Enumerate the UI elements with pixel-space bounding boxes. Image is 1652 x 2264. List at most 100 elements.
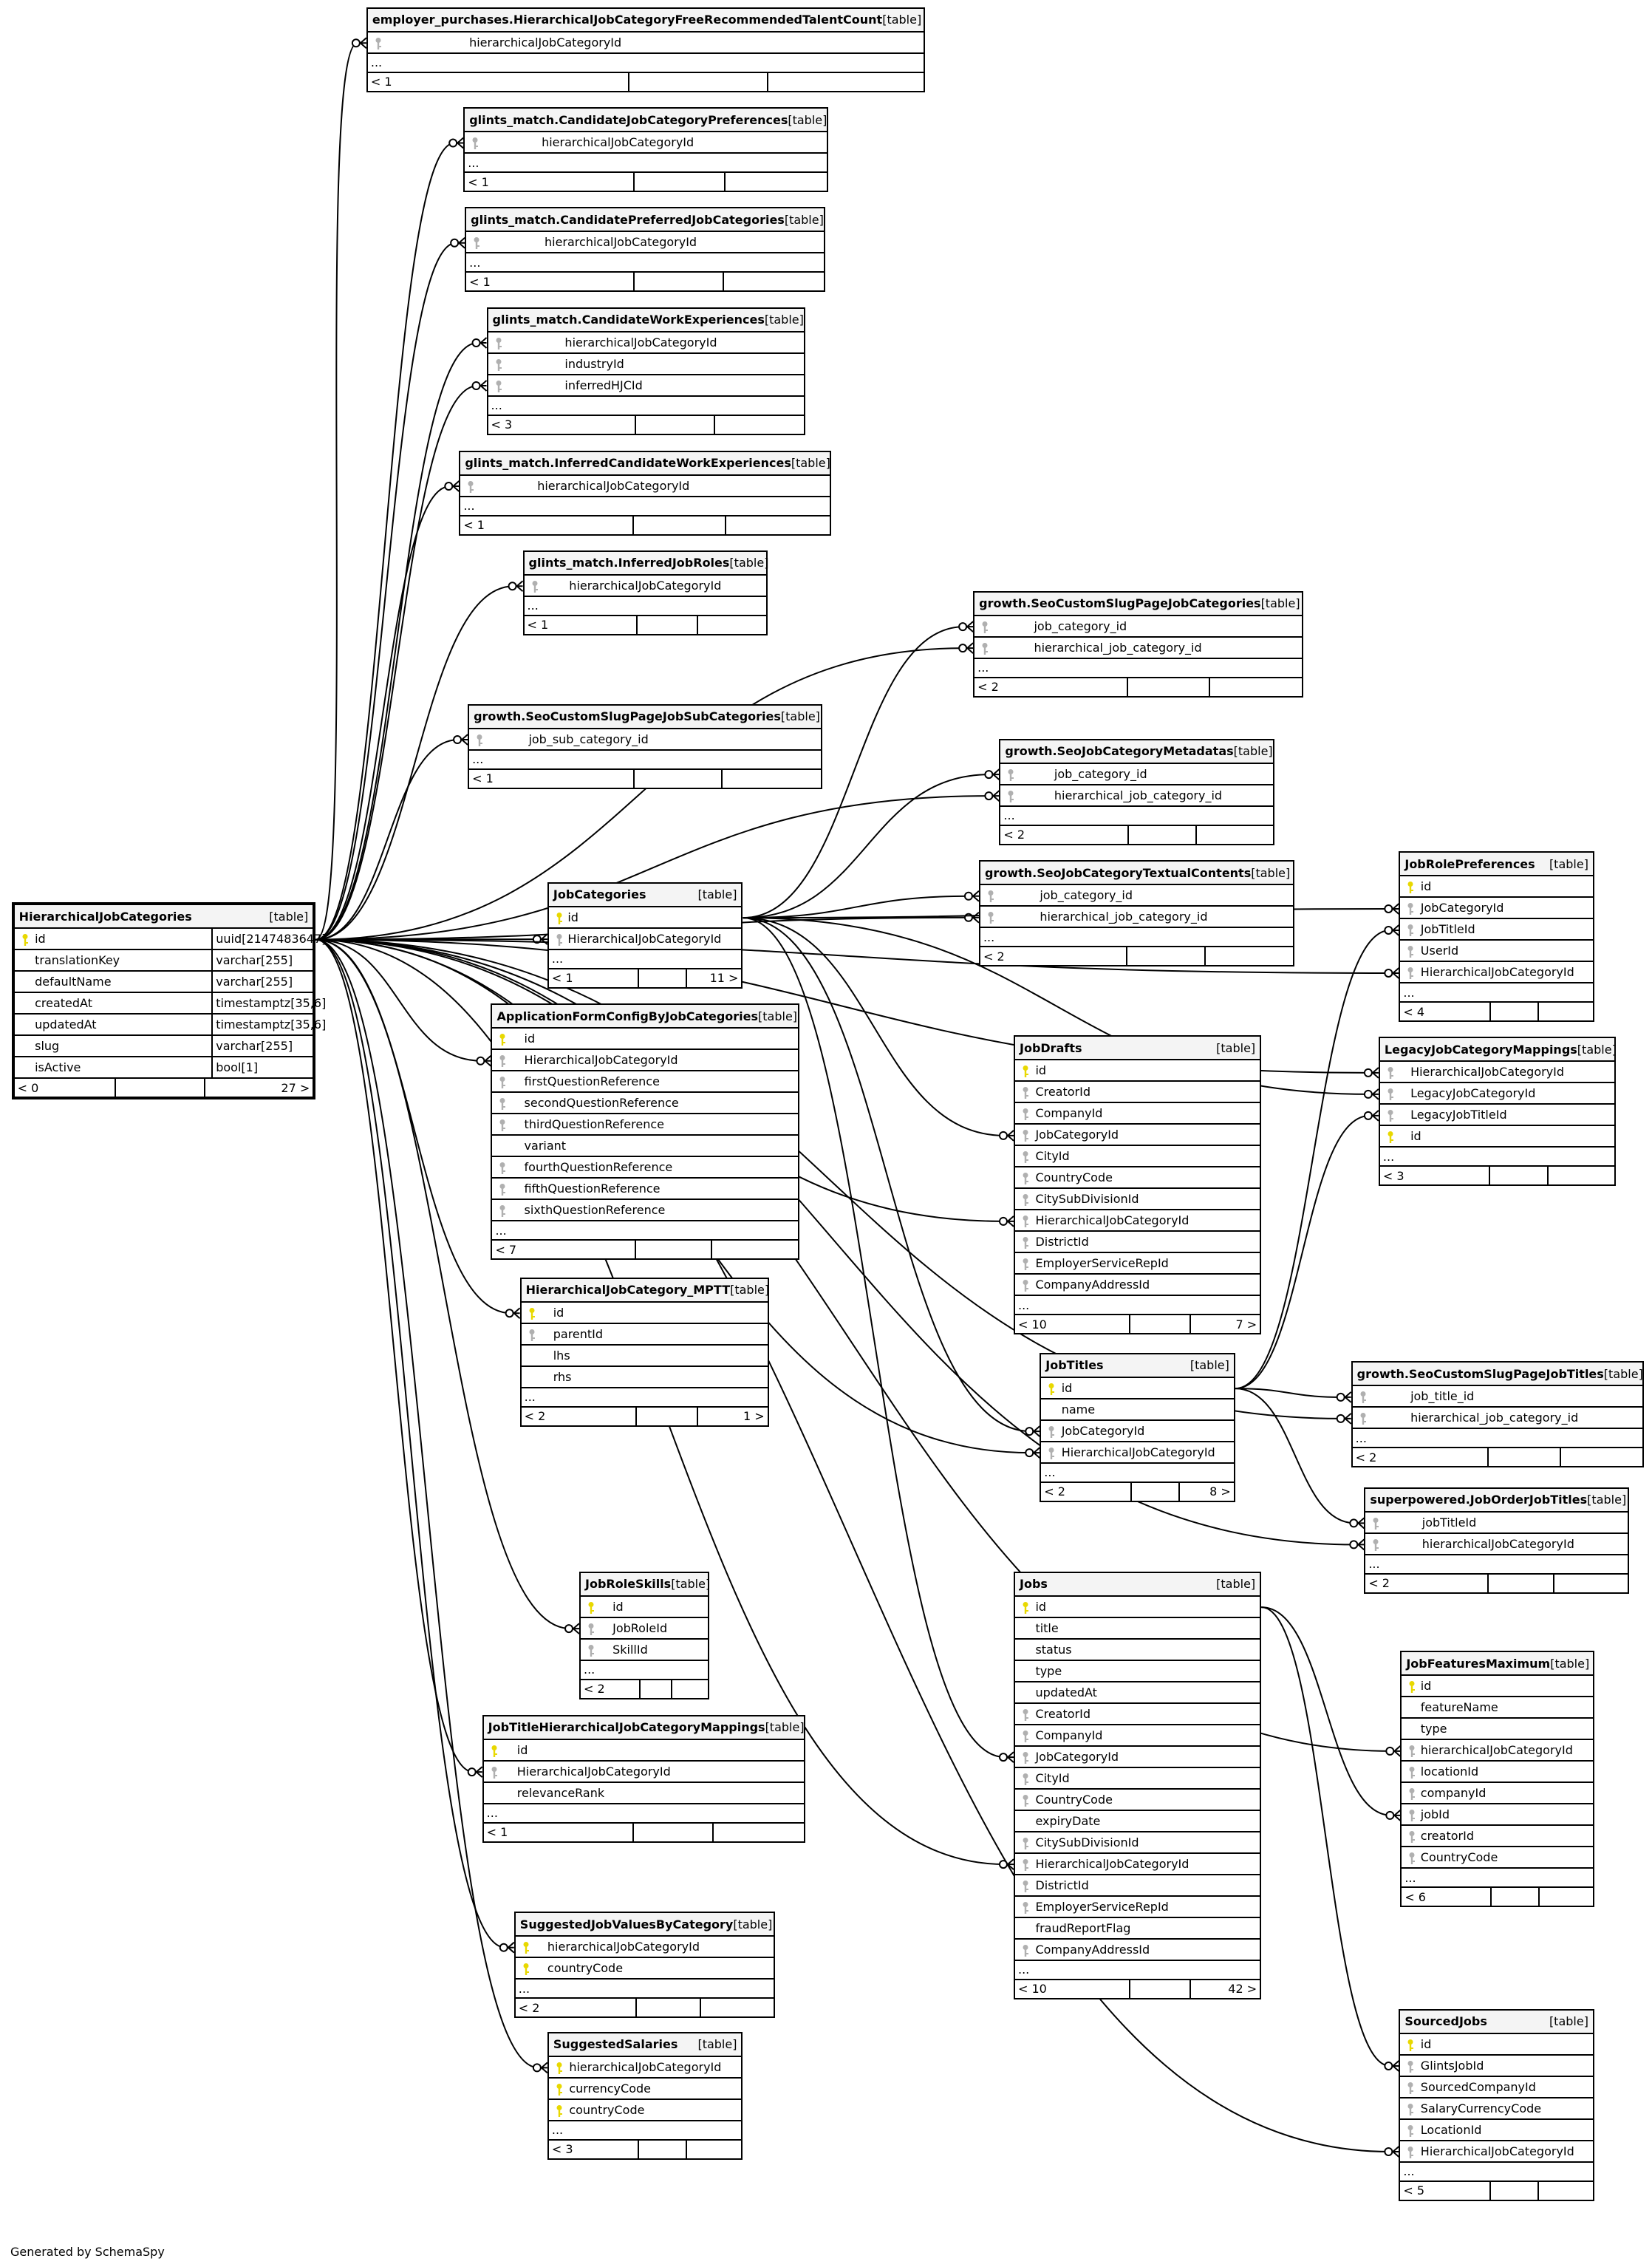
table-name[interactable]: growth.SeoJobCategoryTextualContents — [984, 865, 1252, 880]
column-row[interactable]: LegacyJobTitleId — [1379, 1105, 1615, 1127]
more-columns[interactable]: ... — [1379, 1148, 1615, 1167]
table-header[interactable]: HierarchicalJobCategories[table] — [14, 905, 313, 930]
table-header[interactable]: SuggestedJobValuesByCategory[table] — [515, 1913, 774, 1937]
column-row[interactable]: job_title_id — [1352, 1386, 1642, 1408]
more-columns[interactable]: ... — [521, 1388, 768, 1408]
column-row[interactable]: job_category_id — [1000, 764, 1273, 785]
column-row[interactable]: inferredHJCId — [488, 375, 804, 397]
column-row[interactable]: countryCode — [548, 2100, 742, 2121]
table-header[interactable]: glints_match.CandidatePreferredJobCatego… — [466, 208, 825, 233]
parents-count[interactable]: < 1 — [469, 769, 635, 788]
column-row[interactable]: jobTitleId — [1365, 1513, 1628, 1534]
column-row[interactable]: EmployerServiceRepId — [1015, 1253, 1260, 1275]
children-count[interactable]: 42 > — [1228, 1982, 1257, 1997]
children-count[interactable] — [1540, 1888, 1593, 1906]
more-columns[interactable]: ... — [1352, 1429, 1642, 1449]
parents-count[interactable]: < 2 — [980, 947, 1127, 966]
more-columns[interactable]: ... — [980, 928, 1294, 948]
children-count[interactable] — [1210, 678, 1302, 696]
parents-count[interactable]: < 2 — [975, 678, 1129, 696]
table-header[interactable]: JobDrafts[table] — [1015, 1037, 1260, 1061]
table-name[interactable]: JobRolePreferences — [1404, 856, 1535, 871]
column-row[interactable]: fifthQuestionReference — [492, 1179, 798, 1201]
parents-count[interactable]: < 3 — [1380, 1167, 1491, 1185]
table-growth-seocustomslugpagejobcategories[interactable]: growth.SeoCustomSlugPageJobCategories[ta… — [973, 590, 1303, 698]
column-row[interactable]: CreatorId — [1015, 1704, 1260, 1725]
table-header[interactable]: HierarchicalJobCategory_MPTT[table] — [521, 1278, 769, 1303]
column-row[interactable]: HierarchicalJobCategoryId — [492, 1050, 798, 1072]
column-row[interactable]: id — [1041, 1378, 1234, 1399]
more-columns[interactable]: ... — [466, 253, 825, 273]
parents-count[interactable]: < 6 — [1402, 1888, 1492, 1906]
column-row[interactable]: JobCategoryId — [1015, 1125, 1260, 1147]
more-columns[interactable]: ... — [1400, 2163, 1593, 2182]
parents-count[interactable]: < 4 — [1400, 1003, 1491, 1021]
table-header[interactable]: growth.SeoCustomSlugPageJobTitles[table] — [1352, 1363, 1643, 1387]
column-row[interactable]: DistrictId — [1015, 1232, 1260, 1254]
parents-count[interactable]: < 7 — [492, 1241, 636, 1259]
column-row[interactable]: id — [1015, 1597, 1260, 1618]
table-name[interactable]: glints_match.CandidateWorkExperiences — [492, 313, 765, 327]
more-columns[interactable]: ... — [492, 1221, 798, 1241]
column-row[interactable]: expiryDate — [1015, 1811, 1260, 1832]
table-growth-seojobcategorymetadatas[interactable]: growth.SeoJobCategoryMetadatas[table]job… — [999, 738, 1274, 845]
table-header[interactable]: JobCategories[table] — [548, 883, 742, 907]
column-row[interactable]: id — [1400, 876, 1593, 899]
table-name[interactable]: JobDrafts — [1020, 1040, 1082, 1055]
column-row[interactable]: type — [1402, 1719, 1593, 1741]
column-row[interactable]: JobTitleId — [1400, 919, 1593, 941]
column-row[interactable]: hierarchicalJobCategoryId — [1365, 1534, 1628, 1555]
column-row[interactable]: JobCategoryId — [1015, 1747, 1260, 1768]
parents-count[interactable]: < 1 — [465, 173, 635, 191]
column-row[interactable]: sixthQuestionReference — [492, 1200, 798, 1222]
table-legacyjobcategorymappings[interactable]: LegacyJobCategoryMappings[table]Hierarch… — [1378, 1037, 1617, 1187]
column-row[interactable]: creatorId — [1402, 1826, 1593, 1848]
column-row[interactable]: lhs — [521, 1346, 768, 1367]
table-applicationformconfigbyjobcategories[interactable]: ApplicationFormConfigByJobCategories[tab… — [491, 1003, 799, 1261]
column-row[interactable]: HierarchicalJobCategoryId — [1015, 1210, 1260, 1232]
column-row[interactable]: job_category_id — [975, 616, 1302, 638]
column-row[interactable]: thirdQuestionReference — [492, 1114, 798, 1136]
column-row[interactable]: DistrictId — [1015, 1875, 1260, 1897]
table-suggestedjobvaluesbycategory[interactable]: SuggestedJobValuesByCategory[table]hiera… — [513, 1912, 775, 2019]
column-row[interactable]: title — [1015, 1618, 1260, 1640]
more-columns[interactable]: ... — [488, 397, 804, 416]
children-count[interactable] — [1539, 2182, 1593, 2200]
column-row[interactable]: id — [483, 1740, 804, 1762]
column-row[interactable]: status — [1015, 1640, 1260, 1661]
children-count[interactable] — [1197, 826, 1273, 844]
column-row[interactable]: LocationId — [1400, 2120, 1593, 2141]
table-glints-match-candidatepreferredjobcategories[interactable]: glints_match.CandidatePreferredJobCatego… — [465, 207, 826, 293]
column-row[interactable]: HierarchicalJobCategoryId — [1400, 962, 1593, 984]
column-row[interactable]: hierarchicalJobCategoryId — [524, 576, 766, 597]
table-header[interactable]: growth.SeoCustomSlugPageJobSubCategories… — [469, 705, 822, 729]
parents-count[interactable]: < 2 — [581, 1680, 641, 1698]
children-count[interactable] — [1549, 1167, 1614, 1184]
column-row[interactable]: EmployerServiceRepId — [1015, 1897, 1260, 1918]
column-row[interactable]: hierarchicalJobCategoryId — [466, 232, 825, 254]
table-jobtitlehierarchicaljobcategorymappings[interactable]: JobTitleHierarchicalJobCategoryMappings[… — [482, 1714, 805, 1843]
more-columns[interactable]: ... — [1015, 1961, 1260, 1980]
table-growth-seocustomslugpagejobtitles[interactable]: growth.SeoCustomSlugPageJobTitles[table]… — [1351, 1361, 1644, 1468]
table-name[interactable]: LegacyJobCategoryMappings — [1384, 1042, 1577, 1057]
table-header[interactable]: Jobs[table] — [1015, 1572, 1260, 1597]
children-count[interactable] — [726, 516, 830, 534]
table-header[interactable]: employer_purchases.HierarchicalJobCatego… — [367, 8, 924, 33]
table-name[interactable]: JobTitles — [1045, 1358, 1104, 1373]
column-row[interactable]: CityId — [1015, 1768, 1260, 1790]
table-name[interactable]: JobRoleSkills — [585, 1577, 672, 1592]
more-columns[interactable]: ... — [548, 2121, 742, 2141]
parents-count[interactable]: < 2 — [1353, 1448, 1489, 1467]
column-row[interactable]: hierarchicalJobCategoryId — [488, 333, 804, 354]
parents-count[interactable]: < 3 — [488, 415, 637, 434]
table-name[interactable]: growth.SeoCustomSlugPageJobSubCategories — [474, 709, 781, 724]
table-header[interactable]: JobTitleHierarchicalJobCategoryMappings[… — [483, 1716, 805, 1740]
table-name[interactable]: Jobs — [1020, 1577, 1048, 1592]
table-header[interactable]: growth.SeoJobCategoryTextualContents[tab… — [980, 862, 1294, 886]
table-header[interactable]: glints_match.CandidateWorkExperiences[ta… — [488, 308, 804, 333]
more-columns[interactable]: ... — [469, 751, 822, 770]
table-name[interactable]: HierarchicalJobCategory_MPTT — [525, 1283, 731, 1298]
